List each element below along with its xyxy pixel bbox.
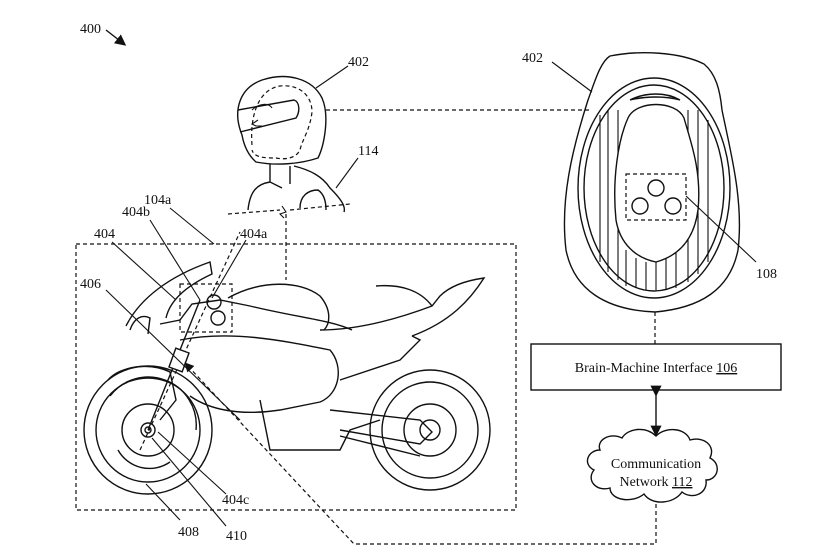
sensor-array-box — [625, 173, 687, 221]
label-steering: 406 — [80, 277, 101, 292]
label-helmet-top: 402 — [522, 51, 543, 66]
label-controls: 404 — [94, 227, 115, 242]
label-front-wheel: 408 — [178, 525, 199, 540]
label-vehicle-system: 104a — [144, 193, 172, 208]
sensor-electrode — [631, 197, 649, 215]
label-control-c: 404c — [222, 493, 249, 508]
network-label-line2: Network 112 — [620, 475, 693, 490]
network-label-line1: Communication — [611, 457, 701, 472]
label-wheel-hub: 410 — [226, 529, 247, 544]
label-sensor-array: 108 — [756, 267, 777, 282]
rider-helmet-side-view: 402 114 — [227, 55, 378, 219]
communication-network-cloud — [586, 428, 718, 503]
helmet-top-view — [563, 52, 741, 313]
figure-ref-arrow — [105, 29, 127, 46]
motorcycle-illustration — [83, 231, 491, 495]
label-helmet-side: 402 — [348, 55, 369, 70]
figure-ref-label: 400 — [80, 22, 101, 37]
label-control-a: 404a — [240, 227, 268, 242]
bmi-label: Brain-Machine Interface 106 — [575, 361, 737, 376]
network-vehicle-link-line — [184, 362, 657, 545]
vehicle-system-box — [75, 243, 517, 511]
label-rider: 114 — [358, 144, 378, 159]
sensor-electrode — [647, 179, 665, 197]
label-control-b: 404b — [122, 205, 150, 220]
sensor-electrode — [664, 197, 682, 215]
